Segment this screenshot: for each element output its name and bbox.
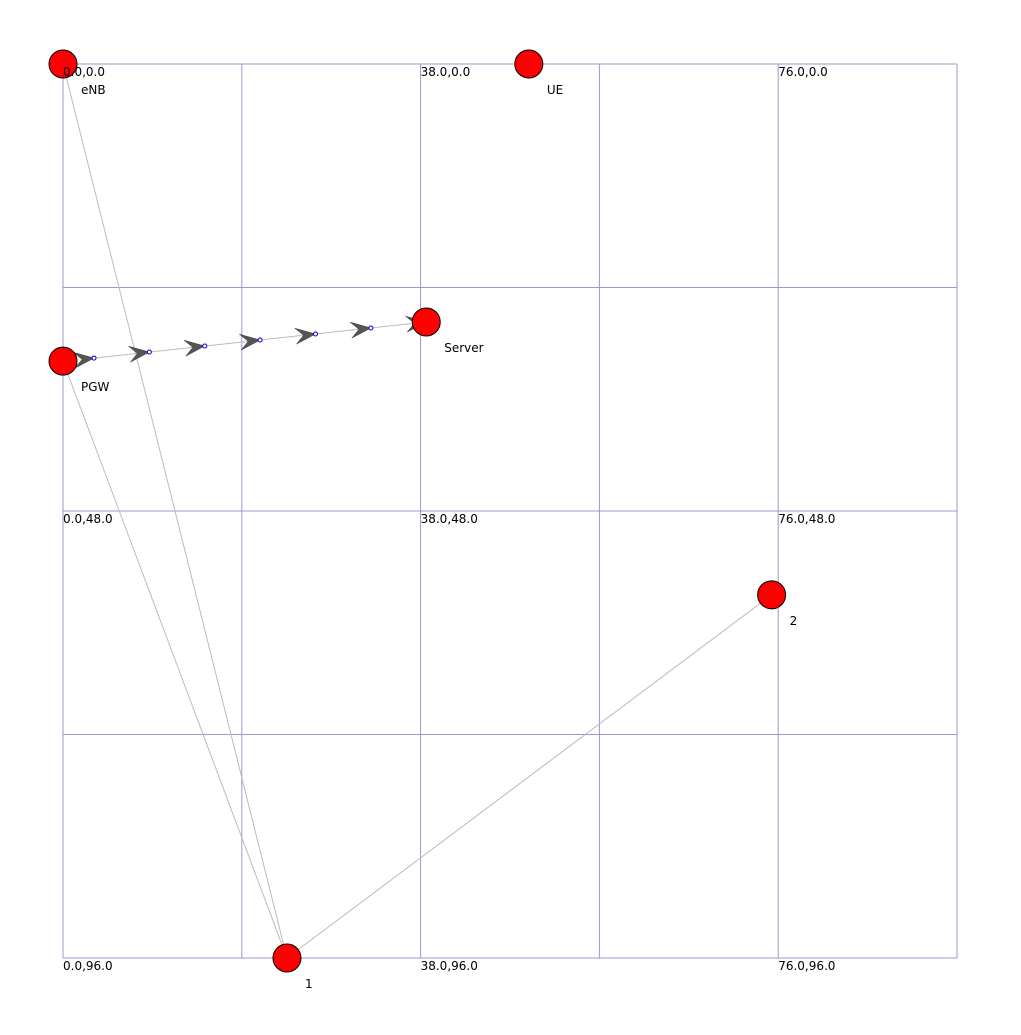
node-circle-ue[interactable] [514,49,544,79]
node-label-n2: 2 [790,614,798,628]
coordinate-label-1: 38.0,0.0 [421,65,471,79]
node-server[interactable]: Server [411,307,484,355]
coordinate-label-7: 38.0,96.0 [421,959,478,973]
node-circle-enb[interactable] [48,49,78,79]
packet-arrow-6 [73,352,95,369]
packet-flow [73,315,429,369]
node-pgw[interactable]: PGW [48,346,110,394]
node-label-n1: 1 [305,977,313,991]
packet-dot-5 [146,349,152,355]
packet-arrow-2 [294,327,317,345]
node-circle-pgw[interactable] [48,346,78,376]
node-label-ue: UE [547,83,563,97]
coordinate-label-5: 76.0,48.0 [778,512,835,526]
node-ue[interactable]: UE [514,49,563,97]
coordinate-label-2: 76.0,0.0 [778,65,828,79]
links [62,63,772,959]
node-n1[interactable]: 1 [272,943,313,991]
node-enb[interactable]: eNB [48,49,106,97]
node-label-enb: eNB [81,83,106,97]
node-circle-n2[interactable] [757,580,787,610]
packet-dot-2 [312,331,318,337]
coordinate-labels: 0.0,0.0 38.0,0.0 76.0,0.0 0.0,48.0 38.0,48.0… [63,65,835,973]
packet-arrow-3 [239,333,261,351]
coordinate-label-6: 0.0,96.0 [63,959,113,973]
coordinate-label-3: 0.0,48.0 [63,512,113,526]
node-circle-server[interactable] [411,307,441,337]
coordinate-label-8: 76.0,96.0 [778,959,835,973]
packet-arrow-5 [128,346,151,363]
link-pgw-n1 [62,360,288,959]
node-label-pgw: PGW [81,380,110,394]
packet-dot-4 [202,343,208,349]
grid [62,63,958,959]
packet-arrow-4 [183,339,206,357]
node-n2[interactable]: 2 [757,580,798,628]
packet-arrow-1 [349,321,372,339]
packet-dot-1 [368,325,374,331]
packet-dot-3 [257,337,263,343]
coordinate-label-4: 38.0,48.0 [421,512,478,526]
coordinate-label-0: 0.0,0.0 [63,65,105,79]
node-label-server: Server [444,341,483,355]
link-n2-n1 [286,594,772,959]
link-enb-n1 [62,63,288,959]
packet-dot-6 [91,355,97,361]
node-circle-n1[interactable] [272,943,302,973]
